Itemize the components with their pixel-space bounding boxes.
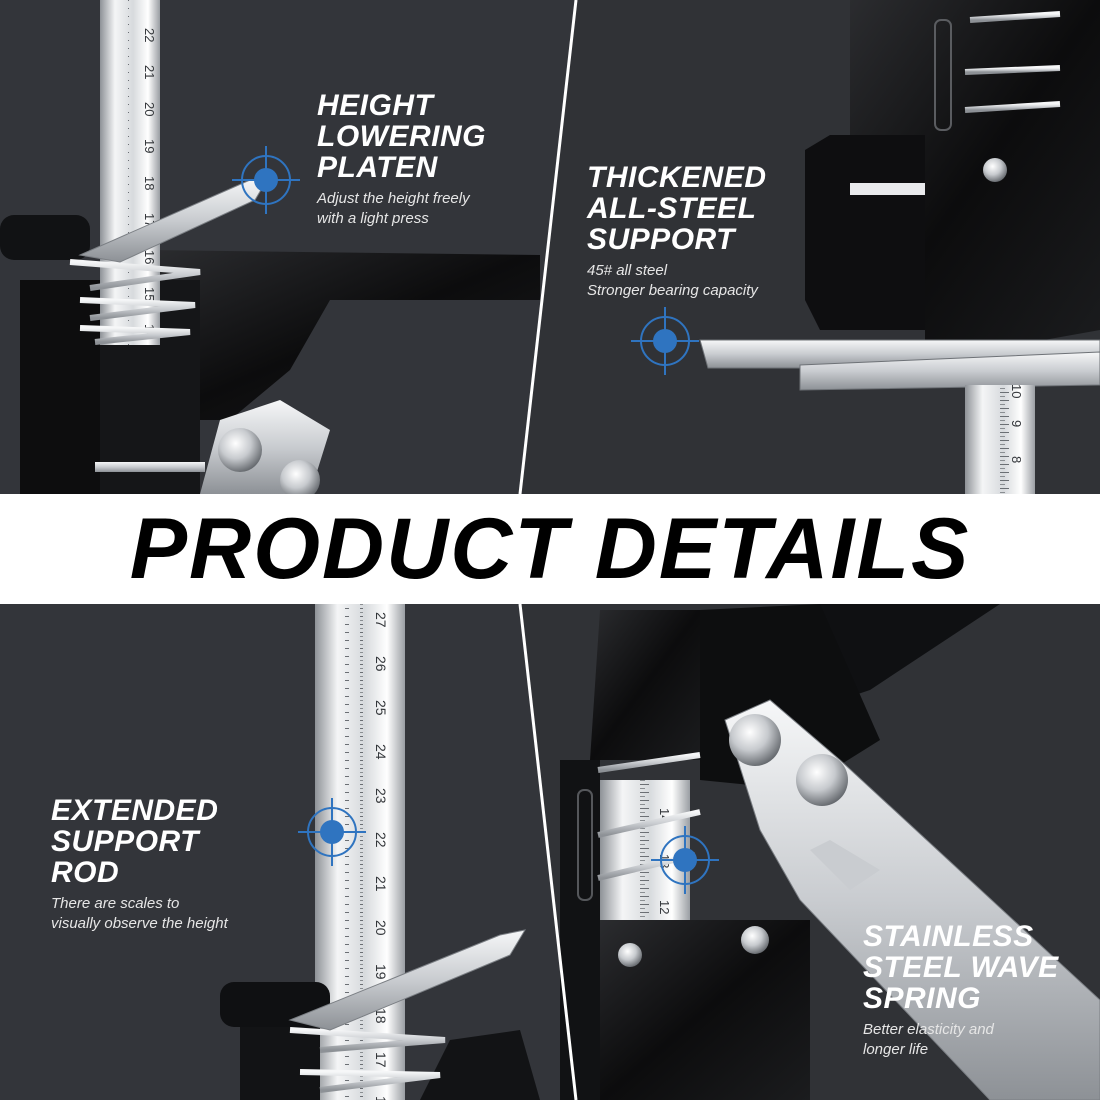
callout-extended-support-rod: EXTENDED SUPPORT ROD There are scales to… xyxy=(51,795,228,934)
page-title: PRODUCT DETAILS xyxy=(129,500,971,597)
ruler-label: 21 xyxy=(142,65,157,79)
ruler-label: 20 xyxy=(373,920,389,936)
clamp-body xyxy=(590,610,700,760)
wave-spring xyxy=(289,1027,446,1093)
product-details-band: PRODUCT DETAILS xyxy=(0,494,1100,604)
ruler-label: 22 xyxy=(373,832,389,848)
ruler-label: 26 xyxy=(373,656,389,672)
bolt xyxy=(729,714,781,766)
callout-description: There are scales to visually observe the… xyxy=(51,895,228,932)
ruler-label: 25 xyxy=(373,700,389,716)
ruler-scale: 10 9 8 xyxy=(1009,384,1024,463)
ruler-label: 22 xyxy=(142,28,157,42)
callout-description: Adjust the height freely with a light pr… xyxy=(317,190,470,227)
ruler-label: 16 xyxy=(373,1096,389,1100)
ruler-label: 24 xyxy=(373,744,389,760)
crosshair-target-icon xyxy=(232,146,300,214)
ruler-label: 16 xyxy=(142,250,157,264)
panel-divider xyxy=(518,603,578,1100)
ruler-label: 19 xyxy=(142,139,157,153)
bolt xyxy=(280,460,320,500)
bolt xyxy=(796,754,848,806)
ruler-label: 23 xyxy=(373,788,389,804)
ruler-label: 12 xyxy=(657,900,672,914)
ruler-scale: 27 26 25 24 23 22 21 20 19 18 17 16 xyxy=(373,612,389,1100)
bolt xyxy=(218,428,262,472)
crosshair-target-icon xyxy=(651,826,719,894)
clamp-cap xyxy=(0,215,90,260)
wave-spring xyxy=(69,259,201,345)
ruler-label: 27 xyxy=(373,612,389,628)
callout-title: THICKENED ALL-STEEL SUPPORT xyxy=(587,161,767,256)
ruler-label: 18 xyxy=(142,176,157,190)
panel-bottom-left: 27 26 25 24 23 22 21 20 19 18 17 16 xyxy=(0,604,566,1100)
callout-title: HEIGHT LOWERING PLATEN xyxy=(317,89,486,184)
lever-arm xyxy=(150,250,540,420)
callout-thickened-all-steel-support: THICKENED ALL-STEEL SUPPORT 45# all stee… xyxy=(587,162,767,301)
wave-spring xyxy=(964,11,1061,113)
ruler-label: 18 xyxy=(373,1008,389,1024)
ruler-label: 17 xyxy=(373,1052,389,1068)
ruler-label: 9 xyxy=(1009,420,1024,427)
panel-divider xyxy=(518,0,578,495)
callout-description: 45# all steel Stronger bearing capacity xyxy=(587,262,758,299)
ruler-label: 15 xyxy=(142,287,157,301)
ruler-label: 19 xyxy=(373,964,389,980)
crosshair-target-icon xyxy=(631,307,699,375)
callout-description: Better elasticity and longer life xyxy=(863,1021,994,1058)
ruler-label: 8 xyxy=(1009,456,1024,463)
callout-title: STAINLESS STEEL WAVE SPRING xyxy=(863,920,1059,1015)
callout-title: EXTENDED SUPPORT ROD xyxy=(51,794,219,889)
callout-stainless-steel-wave-spring: STAINLESS STEEL WAVE SPRING Better elast… xyxy=(863,921,1059,1060)
lowering-platen xyxy=(288,929,527,1031)
ruler-label: 10 xyxy=(1009,384,1024,398)
callout-height-lowering-platen: HEIGHT LOWERING PLATEN Adjust the height… xyxy=(317,90,486,229)
crosshair-target-icon xyxy=(298,798,366,866)
support-body xyxy=(850,0,1100,355)
ruler-label: 20 xyxy=(142,102,157,116)
ruler-label: 21 xyxy=(373,876,389,892)
